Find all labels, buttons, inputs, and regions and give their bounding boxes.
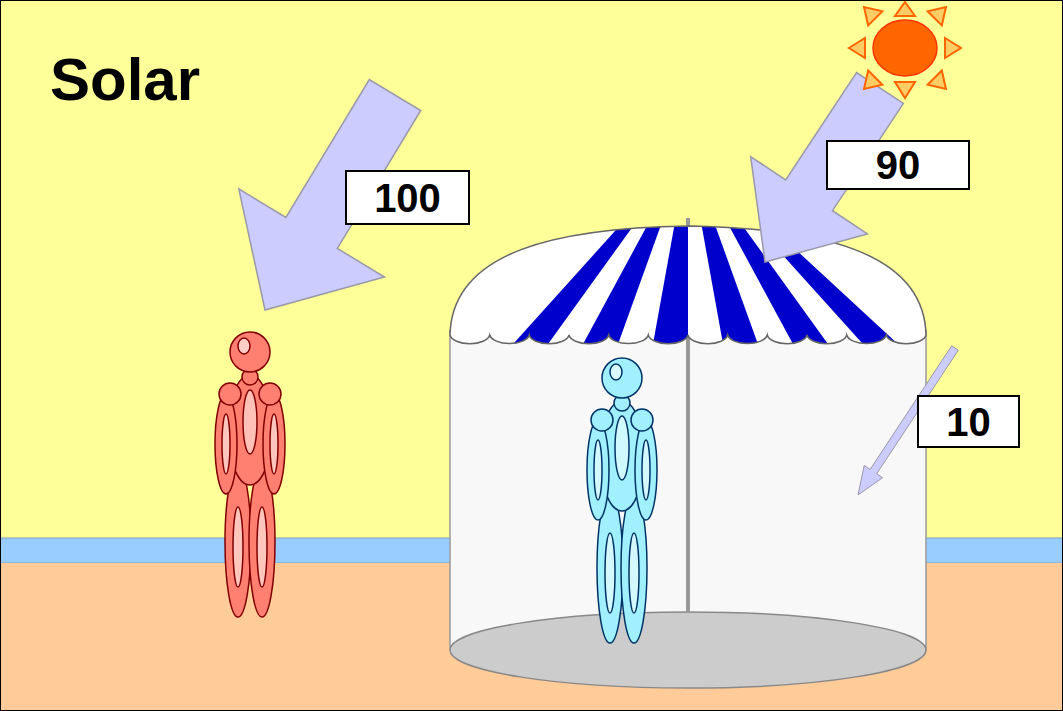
- value-number: 10: [946, 402, 991, 442]
- sun-ray: [928, 71, 946, 89]
- sun-ray: [849, 38, 865, 58]
- canopy-outline: [450, 226, 926, 344]
- person-in-sun: [215, 332, 285, 617]
- sun-ray: [864, 71, 882, 89]
- sun-ray: [864, 7, 882, 25]
- sun-ray: [928, 7, 946, 25]
- sun-ray: [945, 38, 961, 58]
- tent-edge: [449, 330, 451, 650]
- person-in-shade: [587, 358, 657, 643]
- sun-disc: [873, 20, 937, 76]
- sun-ray: [895, 82, 915, 98]
- title-text: Solar: [50, 50, 200, 110]
- canopy-stripe: [648, 150, 688, 370]
- canopy-stripe: [569, 150, 688, 370]
- sun-ray: [895, 2, 915, 16]
- sun-symbol: [849, 2, 961, 98]
- value-box: 90: [826, 140, 970, 190]
- tent-floor: [450, 612, 926, 688]
- value-box: 100: [345, 170, 470, 225]
- tent-edge: [925, 330, 927, 650]
- value-number: 90: [876, 145, 921, 185]
- value-box: 10: [917, 395, 1020, 448]
- canopy-stripe: [490, 150, 688, 370]
- value-number: 100: [374, 178, 441, 218]
